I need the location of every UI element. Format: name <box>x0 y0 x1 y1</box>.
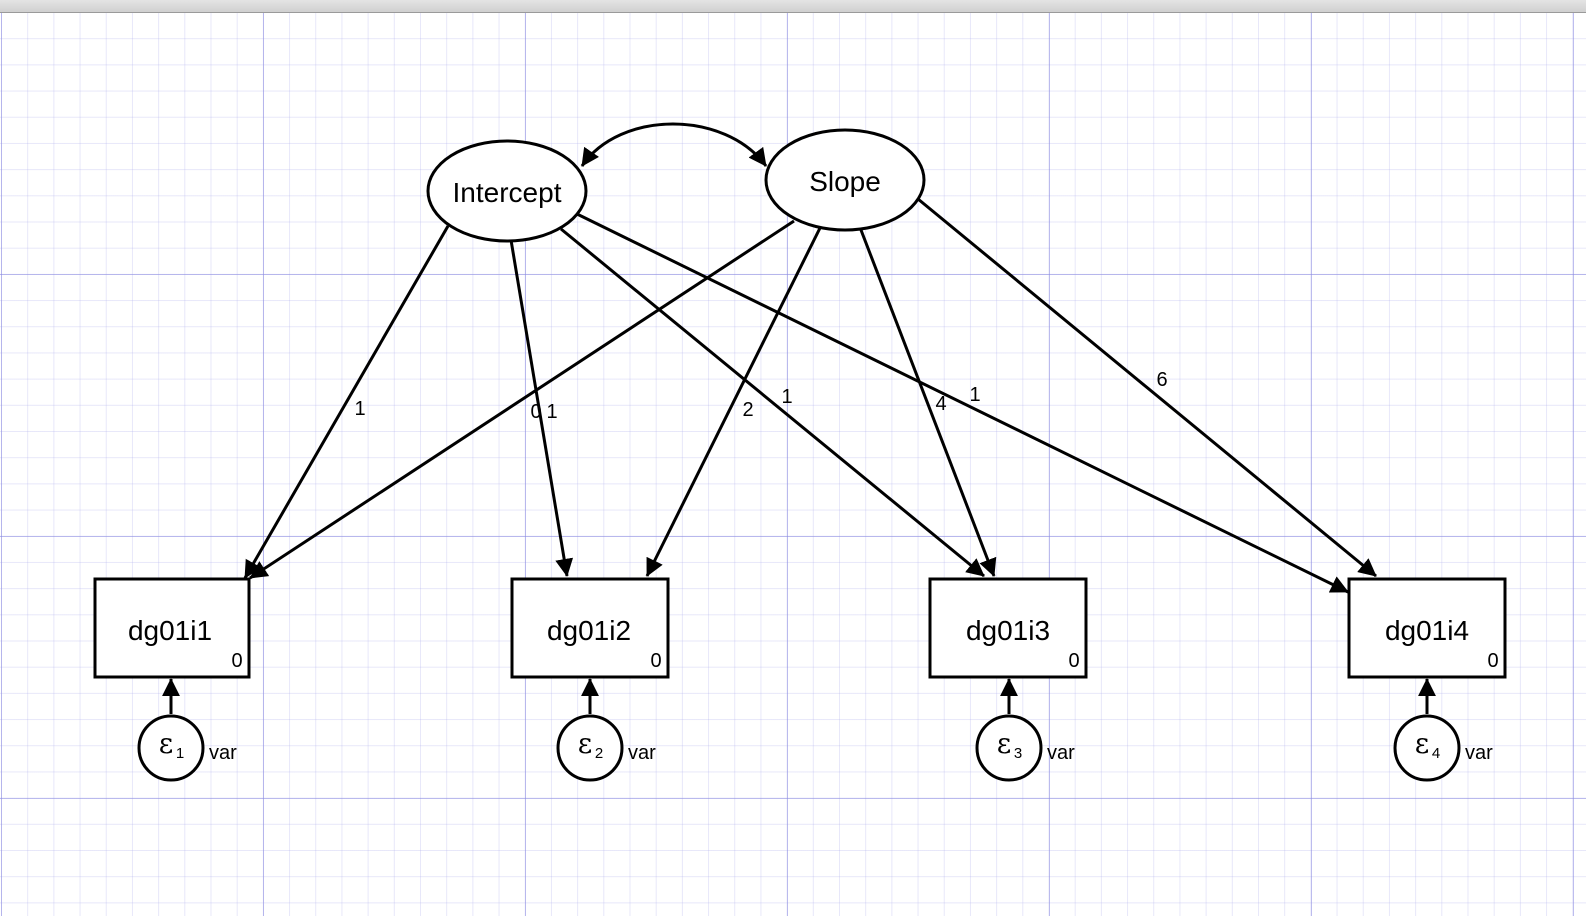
error-symbol-1: ε <box>159 727 174 760</box>
covariance-path-intercept-slope[interactable] <box>580 122 768 167</box>
observed-intercept-dg01i3: 0 <box>1068 650 1079 672</box>
latent-label-slope: Slope <box>809 166 881 197</box>
observed-intercept-dg01i2: 0 <box>650 650 661 672</box>
error-node-1[interactable]: ε 1 var <box>137 678 237 782</box>
error-symbol-3: ε <box>997 727 1012 760</box>
error-index-4: 4 <box>1432 745 1440 762</box>
error-node-4[interactable]: ε 4 var <box>1393 678 1493 782</box>
observed-node-dg01i2[interactable]: dg01i2 0 <box>510 577 670 679</box>
error-variance-3: var <box>1047 742 1075 764</box>
loading-label-slope-4: 6 <box>1156 369 1167 391</box>
observed-label-dg01i4: dg01i4 <box>1385 615 1469 646</box>
observed-node-dg01i1[interactable]: dg01i1 0 <box>93 577 251 679</box>
latent-node-slope[interactable]: Slope <box>764 128 926 232</box>
error-variance-1: var <box>209 742 237 764</box>
loading-label-intercept-4: 1 <box>969 384 980 406</box>
error-symbol-4: ε <box>1415 727 1430 760</box>
window-title-strip <box>0 0 1586 13</box>
loading-label-slope-2: 2 <box>742 399 753 421</box>
loading-label-intercept-1: 1 <box>354 398 365 420</box>
latent-node-intercept[interactable]: Intercept <box>426 139 588 243</box>
path-intercept-dg01i4[interactable] <box>576 212 1349 594</box>
error-node-2[interactable]: ε 2 var <box>556 678 656 782</box>
observed-node-dg01i3[interactable]: dg01i3 0 <box>928 577 1088 679</box>
observed-intercept-dg01i1: 0 <box>231 650 242 672</box>
path-slope-dg01i1[interactable] <box>249 219 795 580</box>
loading-label-slope-1: 0 <box>530 401 541 423</box>
path-slope-dg01i4[interactable] <box>917 197 1377 578</box>
path-intercept-dg01i2[interactable] <box>509 239 574 577</box>
observed-label-dg01i3: dg01i3 <box>966 615 1050 646</box>
error-index-1: 1 <box>176 745 184 762</box>
path-slope-dg01i3[interactable] <box>859 229 997 577</box>
path-intercept-dg01i1[interactable] <box>243 225 450 579</box>
observed-label-dg01i2: dg01i2 <box>547 615 631 646</box>
error-symbol-2: ε <box>578 727 593 760</box>
error-node-3[interactable]: ε 3 var <box>975 678 1075 782</box>
loading-label-intercept-2: 1 <box>546 401 557 423</box>
observed-intercept-dg01i4: 0 <box>1487 650 1498 672</box>
error-variance-2: var <box>628 742 656 764</box>
latent-label-intercept: Intercept <box>453 177 562 208</box>
loading-label-slope-3: 4 <box>935 393 946 415</box>
error-index-2: 2 <box>595 745 603 762</box>
path-slope-dg01i2[interactable] <box>645 227 822 577</box>
error-index-3: 3 <box>1014 745 1022 762</box>
observed-label-dg01i1: dg01i1 <box>128 615 212 646</box>
error-variance-4: var <box>1465 742 1493 764</box>
path-intercept-dg01i3[interactable] <box>560 227 985 578</box>
loading-label-intercept-3: 1 <box>781 386 792 408</box>
observed-node-dg01i4[interactable]: dg01i4 0 <box>1347 577 1507 679</box>
